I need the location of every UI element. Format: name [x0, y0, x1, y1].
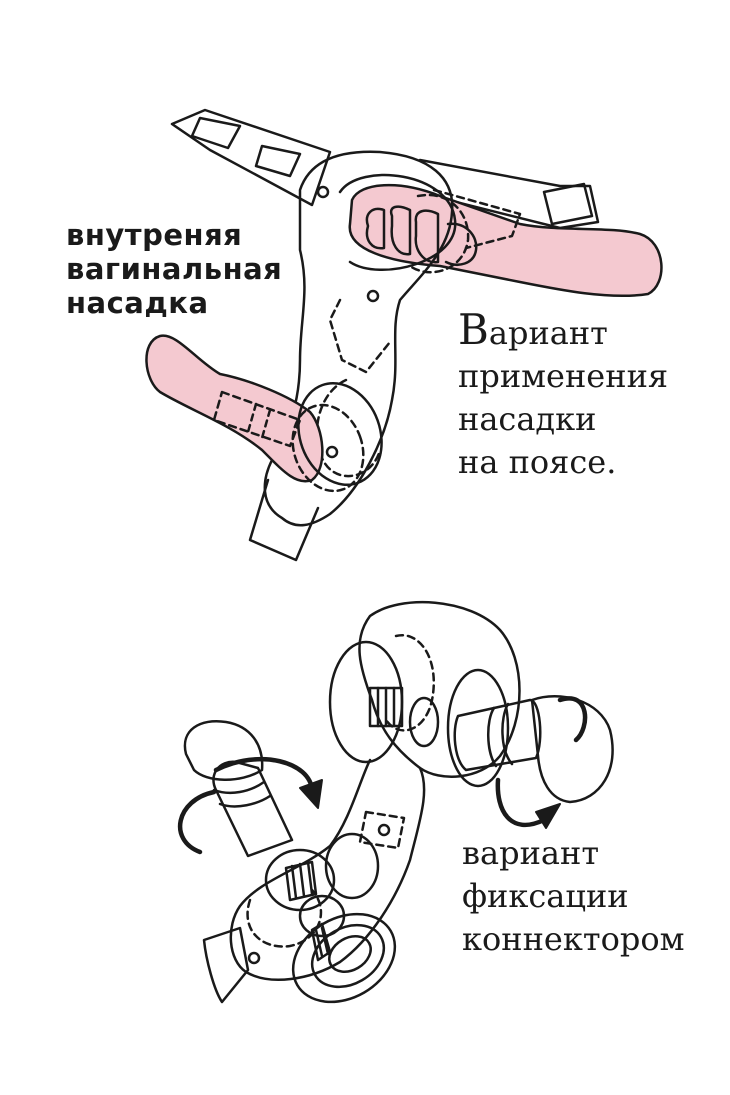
harness-rivet-1: [316, 185, 330, 199]
inner-dashed-connector: [212, 390, 302, 448]
left-peg-head: [183, 720, 264, 781]
harness-rivet-2: [366, 289, 380, 303]
body-bump-1: [324, 832, 380, 900]
harness-dashed-strap: [328, 298, 392, 374]
connector-body: [229, 758, 426, 981]
left-peg-collar: [212, 780, 272, 808]
harness-body: [263, 150, 454, 527]
label-inner-line-3: насадка: [66, 286, 209, 320]
connector-rivet-1: [377, 823, 391, 837]
connector-attachment-illustration: [183, 601, 614, 1004]
front-ring: [338, 173, 457, 271]
body-dashed-loop: [246, 888, 323, 948]
harness-left-strap: [170, 108, 332, 207]
label-belt-line-4: на поясе.: [458, 443, 617, 481]
front-connector-tip: [444, 222, 478, 266]
label-belt-line-3: насадки: [458, 400, 597, 438]
front-connector-2: [389, 205, 412, 256]
harness-strap-hole-1: [190, 116, 242, 150]
rotate-arrow-left-head: [299, 779, 323, 809]
inner-base-ring: [297, 382, 383, 486]
connector-head-dashed: [384, 633, 435, 732]
inner-dildo: [145, 334, 324, 483]
rotate-arrow-left: [177, 756, 315, 855]
rotate-arrow-right: [495, 696, 588, 828]
strap-on-harness-illustration: [145, 108, 663, 562]
body-bump-2: [264, 848, 336, 912]
front-dashed-ring: [408, 193, 470, 274]
right-peg-head: [530, 695, 614, 804]
label-inner-line-1: внутреняя: [66, 218, 243, 252]
right-peg-collar: [487, 702, 514, 768]
suction-cup-base: [291, 912, 397, 1004]
rotate-arrow-right-head: [535, 803, 561, 829]
harness-right-strap: [418, 158, 600, 230]
label-inner-line-2: вагинальная: [66, 252, 283, 286]
label-belt-line-2: применения: [458, 357, 669, 395]
label-belt-usage: Вариант применения насадки на поясе.: [458, 308, 668, 484]
inner-base-ring-dashed: [291, 403, 365, 493]
connector-rivet-2: [247, 951, 261, 965]
inner-rivet: [325, 445, 339, 459]
front-dashed-channel: [432, 188, 522, 250]
label-belt-line-1: Вариант: [458, 308, 668, 355]
connector-right-disk: [446, 668, 510, 788]
label-connector-line-2: фиксации: [462, 877, 629, 915]
connector-body-dashed: [358, 810, 406, 850]
right-connector-peg: [453, 698, 542, 772]
inner-dashed-lines: [246, 402, 272, 440]
harness-strap-hole-2: [254, 144, 302, 178]
label-belt-initial: В: [458, 305, 489, 354]
label-connector-line-1: вариант: [462, 834, 600, 872]
connector-lower-strap: [202, 926, 250, 1004]
label-inner-attachment: внутреняя вагинальная насадка: [66, 218, 282, 320]
harness-buckle: [542, 182, 594, 226]
threaded-screw: [368, 686, 404, 728]
front-dildo: [348, 183, 663, 298]
connector-small-oval: [408, 696, 440, 748]
connector-left-disk: [328, 640, 404, 764]
label-belt-first-rest: ариант: [488, 314, 608, 352]
front-connector-1: [365, 207, 386, 250]
label-connector-line-3: коннектором: [462, 920, 685, 958]
rotate-arrow-icon: [177, 696, 588, 855]
connector-round-head: [358, 601, 521, 778]
body-threaded-socket: [284, 860, 318, 902]
front-connector-3: [414, 209, 440, 264]
label-connector-fixing: вариант фиксации коннектором: [462, 832, 684, 961]
harness-lower-strap: [248, 478, 320, 562]
